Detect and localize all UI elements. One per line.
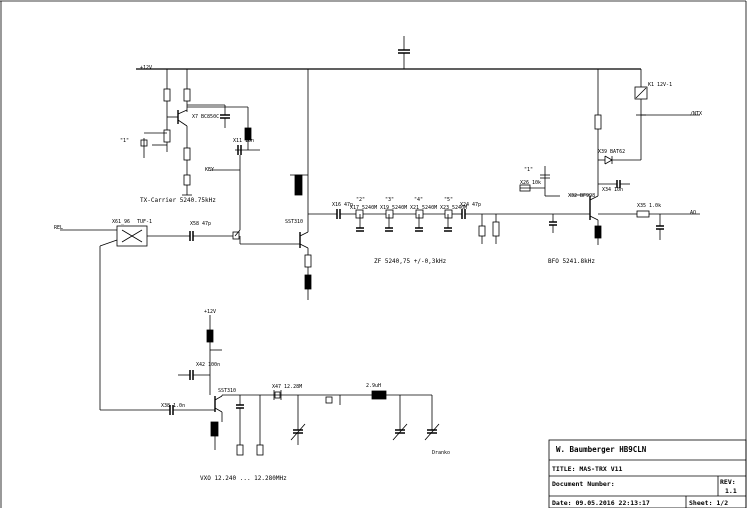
comp-x39: X39 BAT62 [598,149,626,155]
comp-x32: X32 BF998 [568,193,596,199]
comp-inductor: 2.9uH [366,383,382,389]
comp-x16: X16 47p [332,202,354,208]
crystal-label-5: "5" [444,197,454,203]
comp-k1: K1 12V-1 [648,82,673,88]
crystal-label-4: "4" [414,197,424,203]
net-label-ntx: /NTX [690,111,703,117]
dranko-label: Dranko [432,450,451,456]
crystal-label-1: "1" [120,138,130,144]
rev-value: 1.1 [725,487,737,495]
author: W. Baumberger HB9CLN [556,445,647,454]
comp-x42: X42 100n [196,362,221,368]
comp-x35: X35 1.0k [637,203,662,209]
zf-label: ZF 5240,75 +/-0,3kHz [374,258,447,265]
crystal-label-3: "3" [385,197,395,203]
comp-x19: X19 5240M [380,205,408,211]
comp-x23: X23 5240M [440,205,468,211]
vxo-label: VXO 12.240 ... 12.280MHz [200,475,287,482]
net-label-rel: REL [54,225,64,231]
date: Date: 09.05.2016 22:13:17 [552,499,650,507]
document-number-label: Document Number: [552,480,615,488]
comp-x61b: TUF-1 [137,219,153,225]
net-label-ao: AO [690,210,697,216]
comp-x7: X7 BC850C [192,114,220,120]
crystal-label-bfo: "1" [524,167,534,173]
crystal-label-2: "2" [356,197,366,203]
comp-x34: X34 10n [602,187,624,193]
comp-x47: X47 12.28M [272,384,303,390]
net-label-vcc-top: +12V [140,65,153,71]
schematic-title: TITLE: MAS-TRX V11 [552,465,623,473]
sheet-number: Sheet: 1/2 [689,499,729,507]
comp-x61: X61_96 [112,219,131,225]
comp-x26: X26 10k [520,180,542,186]
comp-x38: X38 1.0n [161,403,186,409]
rev-label: REV: [720,478,736,486]
comp-sst-a: SST310 [285,219,304,225]
comp-x24: X24 47p [460,202,482,208]
comp-x11: X11 10n [233,138,255,144]
comp-x21: X21 5240M [410,205,438,211]
bfo-label: BFO 5241.8kHz [548,258,595,265]
comp-x58: X58 47p [190,221,212,227]
comp-sst-b: SST310 [218,388,237,394]
comp-x17: X17 5240M [350,205,378,211]
tx-carrier-label: TX-Carrier 5240.75kHz [140,197,216,204]
net-label-key: KEY [205,167,215,173]
net-label-vcc-vxo: +12V [204,309,217,315]
